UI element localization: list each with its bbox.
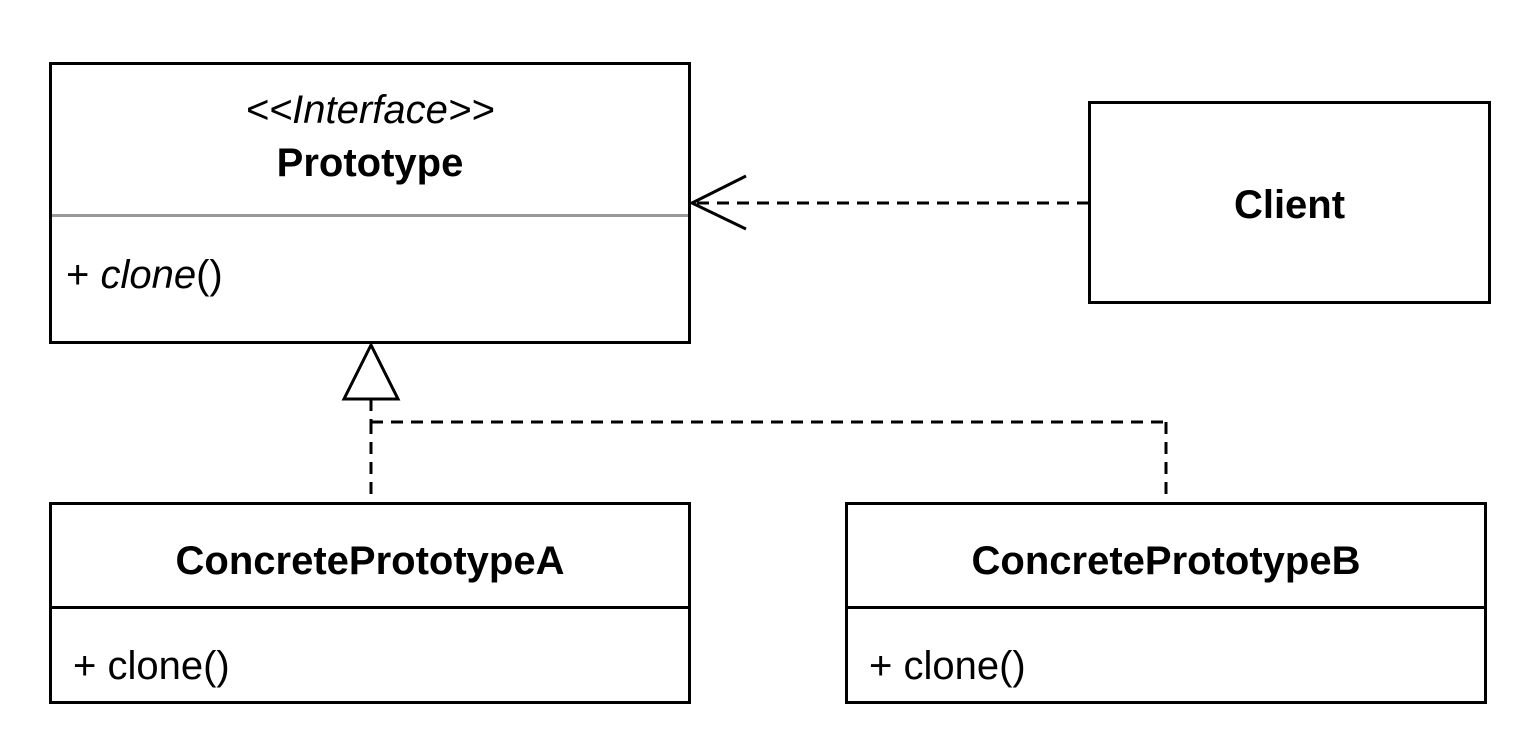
concrete-prototype-a-divider (52, 606, 688, 609)
prototype-method: + clone() (66, 255, 223, 295)
prototype-interface-box[interactable]: <<Interface>> Prototype + clone() (49, 62, 691, 344)
method-name: clone (100, 253, 197, 297)
method-visibility: + (66, 253, 101, 297)
client-class-name: Client (1233, 183, 1346, 227)
concrete-prototype-a-method: + clone() (73, 644, 230, 688)
hollow-triangle-arrowhead-icon (341, 341, 401, 401)
concrete-prototype-b-divider (848, 606, 1484, 609)
prototype-compartment-divider (52, 214, 688, 217)
concrete-prototype-b-method: + clone() (869, 644, 1026, 688)
concrete-prototype-b-box[interactable]: ConcretePrototypeB + clone() (845, 502, 1487, 704)
method-parens: () (196, 253, 223, 297)
concrete-prototype-a-box[interactable]: ConcretePrototypeA + clone() (49, 502, 691, 704)
open-arrowhead-icon (688, 174, 747, 231)
concrete-prototype-b-name: ConcretePrototypeB (971, 539, 1361, 583)
prototype-class-name: Prototype (276, 141, 464, 185)
concrete-prototype-a-name: ConcretePrototypeA (175, 539, 565, 583)
client-class-box[interactable]: Client (1088, 101, 1491, 304)
prototype-stereotype: <<Interface>> (245, 88, 495, 132)
